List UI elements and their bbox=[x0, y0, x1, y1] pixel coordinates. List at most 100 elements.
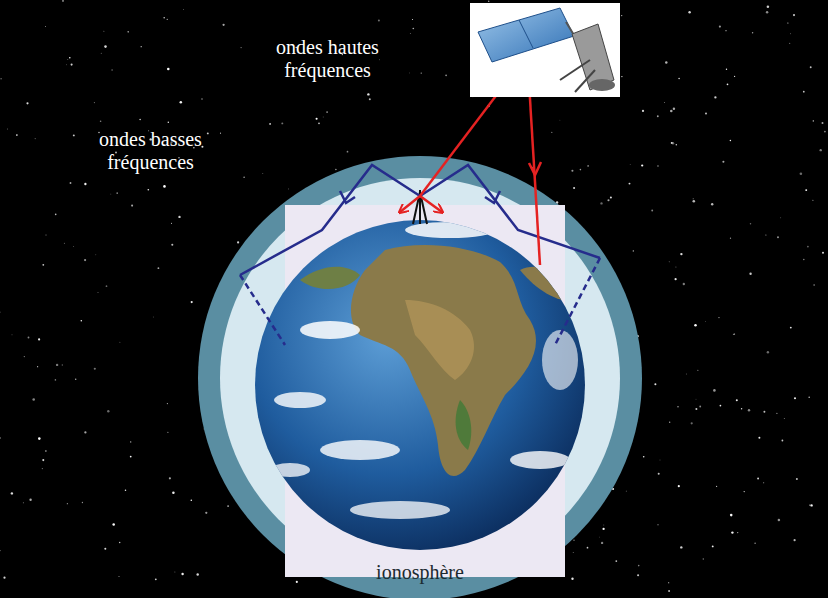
star bbox=[669, 422, 670, 423]
star bbox=[659, 459, 661, 461]
star bbox=[736, 399, 738, 401]
star bbox=[45, 450, 46, 451]
star bbox=[571, 170, 573, 172]
star bbox=[269, 123, 271, 125]
star bbox=[378, 59, 380, 61]
star bbox=[288, 188, 290, 190]
star bbox=[693, 198, 694, 199]
star bbox=[621, 76, 622, 77]
star bbox=[734, 333, 735, 334]
star bbox=[654, 383, 656, 385]
star bbox=[722, 161, 724, 163]
star bbox=[805, 189, 807, 191]
star bbox=[421, 73, 422, 74]
star bbox=[67, 503, 68, 504]
star bbox=[670, 110, 673, 113]
star bbox=[243, 176, 244, 177]
star bbox=[678, 78, 680, 80]
star bbox=[822, 252, 824, 254]
star bbox=[45, 234, 47, 236]
star bbox=[601, 542, 603, 544]
star bbox=[571, 578, 573, 580]
star bbox=[369, 98, 371, 100]
star bbox=[62, 0, 64, 2]
star bbox=[763, 411, 765, 413]
star bbox=[720, 405, 722, 407]
star bbox=[167, 19, 168, 20]
star bbox=[678, 485, 680, 487]
star bbox=[808, 396, 810, 398]
star bbox=[56, 364, 58, 366]
star bbox=[196, 573, 198, 575]
star bbox=[227, 505, 229, 507]
star bbox=[733, 334, 734, 335]
star bbox=[671, 142, 673, 144]
star bbox=[155, 578, 157, 580]
star bbox=[119, 542, 121, 544]
star bbox=[152, 316, 154, 318]
star bbox=[674, 278, 676, 280]
star bbox=[734, 76, 735, 77]
star bbox=[580, 169, 582, 171]
star bbox=[141, 46, 142, 47]
low-frequency-paths bbox=[240, 165, 600, 345]
star bbox=[174, 571, 176, 573]
star bbox=[766, 11, 768, 13]
star bbox=[668, 582, 669, 583]
star bbox=[3, 577, 5, 579]
star bbox=[107, 410, 109, 412]
star bbox=[181, 573, 183, 575]
star bbox=[695, 398, 697, 400]
star bbox=[37, 366, 38, 367]
star bbox=[657, 115, 659, 117]
star bbox=[45, 26, 47, 28]
star bbox=[67, 59, 69, 61]
star bbox=[100, 121, 102, 123]
star bbox=[730, 238, 731, 239]
star bbox=[205, 512, 207, 514]
star bbox=[73, 134, 75, 136]
star bbox=[69, 57, 71, 59]
star bbox=[94, 368, 96, 370]
star bbox=[572, 552, 574, 554]
star bbox=[765, 234, 766, 235]
star bbox=[603, 524, 605, 526]
star bbox=[322, 116, 324, 118]
star bbox=[713, 389, 716, 392]
star bbox=[222, 24, 224, 26]
star bbox=[664, 101, 666, 103]
star bbox=[794, 539, 796, 541]
star bbox=[754, 542, 755, 543]
star bbox=[803, 91, 805, 93]
star bbox=[118, 576, 120, 578]
star bbox=[757, 478, 759, 480]
star bbox=[163, 185, 166, 188]
star bbox=[551, 132, 552, 133]
star bbox=[789, 43, 790, 44]
star bbox=[23, 502, 24, 503]
star bbox=[703, 558, 705, 560]
satellite bbox=[470, 3, 620, 97]
star bbox=[35, 138, 36, 139]
star bbox=[55, 214, 57, 216]
star bbox=[697, 370, 698, 371]
star bbox=[719, 26, 721, 28]
star bbox=[711, 203, 713, 205]
star bbox=[744, 491, 745, 492]
star bbox=[42, 264, 44, 266]
star bbox=[787, 23, 788, 24]
star bbox=[191, 301, 193, 303]
star bbox=[810, 66, 812, 68]
star bbox=[94, 102, 95, 103]
star bbox=[718, 317, 719, 318]
star bbox=[810, 504, 812, 506]
star bbox=[112, 523, 115, 526]
star bbox=[163, 17, 165, 19]
star bbox=[763, 482, 764, 483]
star bbox=[84, 431, 86, 433]
star bbox=[767, 351, 769, 353]
star bbox=[84, 259, 86, 261]
star bbox=[488, 0, 490, 2]
